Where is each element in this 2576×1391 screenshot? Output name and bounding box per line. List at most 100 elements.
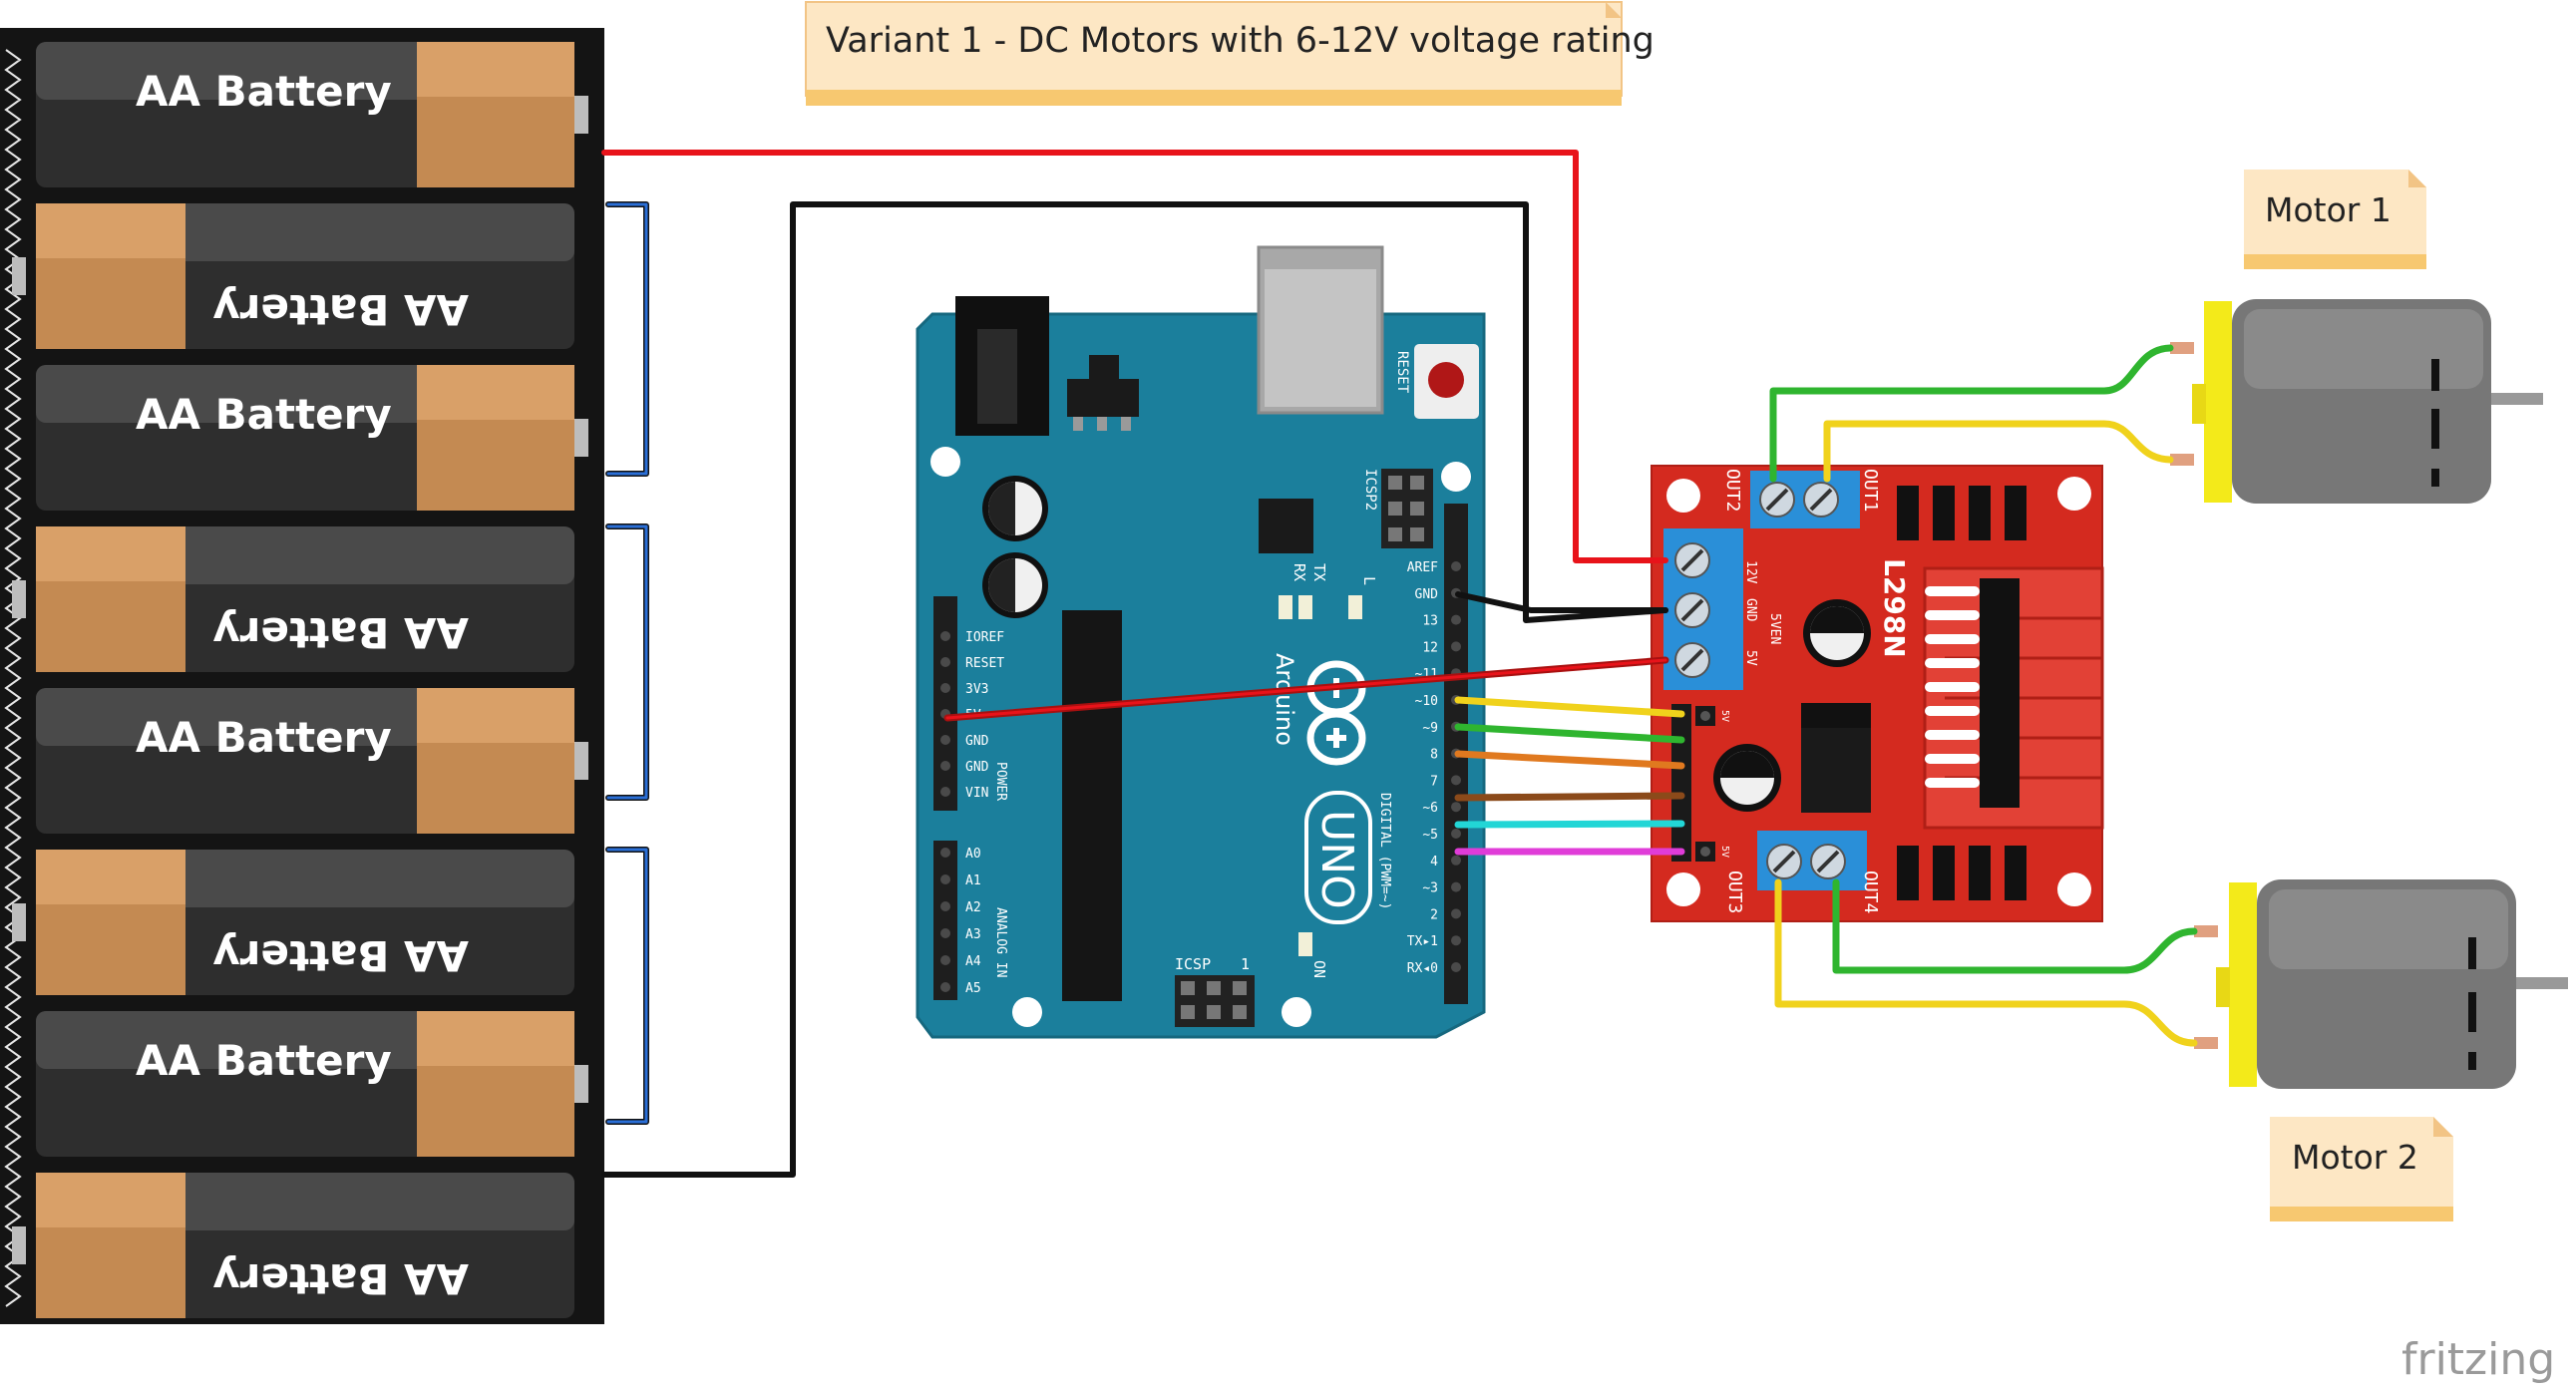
- header-pin: [1451, 614, 1461, 625]
- header-pin: [1451, 561, 1461, 571]
- header-pin-label: 12: [1422, 640, 1438, 655]
- voltage-regulator: [1067, 379, 1139, 417]
- analog-header: [933, 841, 957, 1000]
- header-pin: [1451, 881, 1461, 892]
- battery-label: AA Battery: [212, 608, 469, 657]
- battery-terminal: [12, 580, 26, 618]
- battery-terminal: [12, 1226, 26, 1264]
- gnd-label: GND: [1743, 598, 1758, 622]
- wire-in3-pin7: [1454, 792, 1685, 802]
- battery-label: AA Battery: [136, 1036, 392, 1085]
- diodes-bottom: [1897, 846, 2026, 900]
- header-pin-label: A3: [965, 927, 981, 942]
- wire-in2-pin8: [1454, 750, 1685, 770]
- mounting-hole: [1282, 997, 1311, 1027]
- l298n-chip: [1980, 578, 2020, 808]
- header-pin: [940, 901, 950, 911]
- motor-1: [2170, 299, 2543, 504]
- battery-link-wire: [605, 201, 649, 477]
- uno-label: UNO: [1311, 810, 1362, 909]
- header-pin-label: IOREF: [965, 630, 1004, 645]
- battery-link-wire: [605, 847, 649, 1125]
- header-pin-label: A0: [965, 847, 981, 862]
- battery-cell: AA Battery: [36, 42, 588, 187]
- wire-motor2-out3: [1774, 878, 2198, 1047]
- battery-cell: AA Battery: [12, 1173, 574, 1318]
- battery-label: AA Battery: [136, 67, 392, 116]
- battery-cells: AA Battery AA Battery AA Battery AA Battery…: [12, 42, 588, 1318]
- header-pin-label: GND: [965, 760, 989, 775]
- ena-jumper-label: 5V: [1719, 710, 1730, 722]
- battery-pack: AA Battery AA Battery AA Battery AA Battery…: [0, 28, 604, 1324]
- motor-2: [2194, 879, 2568, 1089]
- header-pin-label: 13: [1422, 614, 1438, 629]
- header-pin: [1451, 908, 1461, 919]
- l298n-driver-board: L298N: [1651, 465, 2104, 922]
- enb-jumper-label: 5V: [1719, 846, 1730, 858]
- terminal-out3-out4: [1757, 831, 1867, 890]
- header-pin: [940, 928, 950, 938]
- digital-label: DIGITAL (PWM=~): [1377, 793, 1392, 909]
- mounting-hole: [1666, 872, 1700, 906]
- wire-motor1-out1: [1823, 420, 2174, 483]
- battery-terminal: [574, 96, 588, 134]
- wire-battery-ground: [601, 201, 1668, 1178]
- driver-chip-label: L298N: [1878, 558, 1911, 658]
- battery-terminal: [12, 257, 26, 295]
- capacitor: [982, 552, 1048, 618]
- battery-link-wire: [605, 523, 649, 801]
- header-pin: [1451, 829, 1461, 839]
- header-pin: [940, 761, 950, 771]
- battery-cell: AA Battery: [36, 365, 588, 511]
- wires: [601, 150, 2198, 1178]
- wire-motor1-out2: [1769, 344, 2174, 483]
- header-pin-label: RESET: [965, 656, 1004, 671]
- header-pin: [940, 982, 950, 992]
- icsp-label: ICSP: [1175, 955, 1211, 973]
- power-header: [933, 596, 957, 811]
- icsp-pin-one: 1: [1241, 955, 1250, 973]
- title-note-text: Variant 1 - DC Motors with 6-12V voltage…: [826, 21, 1655, 61]
- wire-motor2-out4: [1832, 878, 2198, 974]
- tx-led: [1279, 595, 1292, 619]
- header-pin: [940, 848, 950, 858]
- header-pin-label: 3V3: [965, 682, 988, 697]
- l-label: L: [1360, 576, 1378, 585]
- out2-label: OUT2: [1722, 469, 1743, 512]
- header-pin-label: ~9: [1422, 721, 1438, 736]
- uno-badge: [1304, 791, 1372, 924]
- header-pin: [1451, 641, 1461, 652]
- battery-terminal: [574, 419, 588, 457]
- battery-label: AA Battery: [136, 390, 392, 439]
- mounting-hole: [1666, 479, 1700, 513]
- on-led: [1298, 932, 1312, 956]
- header-pin-label: AREF: [1407, 560, 1438, 575]
- header-pin: [940, 955, 950, 965]
- header-pin: [940, 874, 950, 884]
- motor-1-note: Motor 1: [2244, 170, 2426, 269]
- out1-label: OUT1: [1860, 469, 1881, 512]
- motor-1-note-text: Motor 1: [2265, 190, 2392, 229]
- header-pin-label: GND: [1415, 587, 1439, 602]
- arduino-brand: Arduino: [1271, 653, 1298, 746]
- reset-button-cap[interactable]: [1428, 362, 1464, 398]
- rx-led: [1298, 595, 1312, 619]
- header-pin-label: RX◂0: [1407, 961, 1438, 976]
- title-note: Variant 1 - DC Motors with 6-12V voltage…: [805, 1, 1655, 106]
- wire-battery-positive: [601, 150, 1668, 563]
- icsp2-header: [1381, 469, 1433, 548]
- header-pin: [940, 683, 950, 693]
- battery-label: AA Battery: [212, 1254, 469, 1303]
- l-led: [1348, 595, 1362, 619]
- battery-terminal: [574, 742, 588, 780]
- analog-label: ANALOG IN: [993, 907, 1008, 977]
- header-pin: [940, 787, 950, 797]
- battery-cell: AA Battery: [12, 526, 574, 672]
- 5v-regulator: [1801, 728, 1871, 813]
- battery-terminal: [574, 1065, 588, 1103]
- battery-terminal: [12, 903, 26, 941]
- rx-label: RX: [1290, 563, 1308, 581]
- mounting-hole: [930, 447, 960, 477]
- header-pin-label: VIN: [965, 786, 988, 801]
